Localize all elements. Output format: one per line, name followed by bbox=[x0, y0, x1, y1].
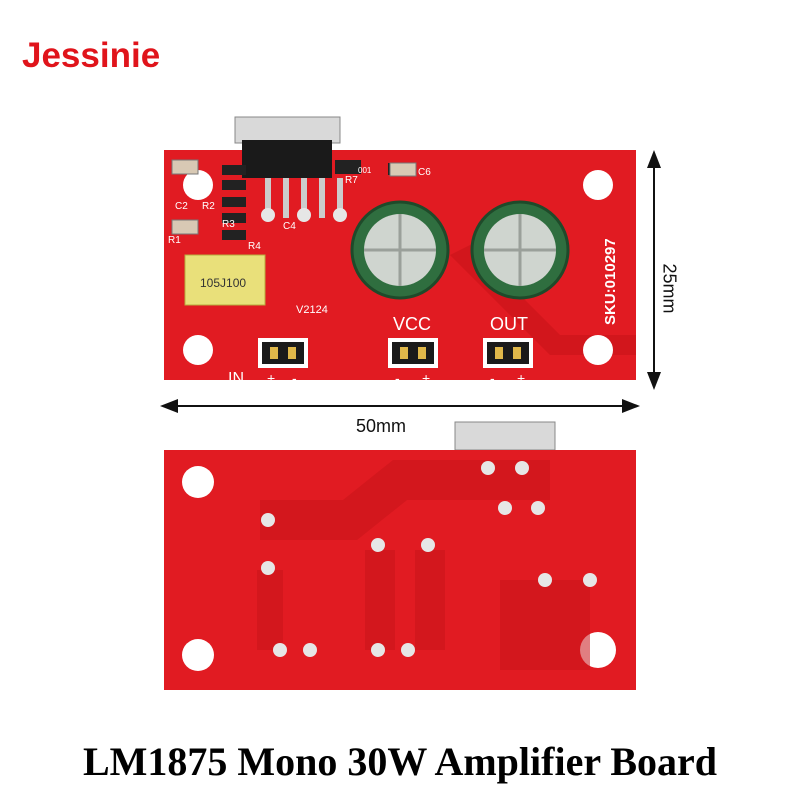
version-label: V2124 bbox=[296, 304, 328, 316]
label-c2: C2 bbox=[175, 201, 188, 212]
pcb-top-view: C3 C2 R1 R2 R3 R4 R7 C6 C4 001 105J100 S… bbox=[164, 116, 636, 387]
out-header bbox=[487, 342, 529, 364]
brand-logo: Jessinie bbox=[22, 36, 161, 75]
vcc-header bbox=[392, 342, 434, 364]
capacitor-code: 105J100 bbox=[200, 276, 246, 290]
resistor-code: 001 bbox=[358, 166, 372, 175]
film-capacitor bbox=[184, 254, 266, 306]
label-r1: R1 bbox=[168, 235, 181, 246]
mount-hole bbox=[183, 335, 213, 365]
width-dimension-arrow bbox=[160, 399, 640, 413]
height-label: 25mm bbox=[659, 263, 680, 314]
mount-hole bbox=[183, 170, 213, 200]
svg-text:-: - bbox=[292, 370, 297, 386]
label-r3: R3 bbox=[222, 219, 235, 230]
label-c6: C6 bbox=[418, 167, 431, 178]
ic-heatsink-tab-back bbox=[454, 421, 556, 451]
svg-text:-: - bbox=[395, 370, 400, 386]
label-c3: C3 bbox=[185, 181, 198, 192]
pcb-bottom-view bbox=[164, 421, 636, 690]
mount-hole bbox=[583, 335, 613, 365]
label-c4: C4 bbox=[283, 221, 296, 232]
mount-hole bbox=[583, 170, 613, 200]
ic-heatsink-tab bbox=[234, 116, 341, 144]
input-header bbox=[262, 342, 304, 364]
product-caption: LM1875 Mono 30W Amplifier Board bbox=[82, 739, 718, 784]
watermark: jessinie.aliexpress.com bbox=[205, 385, 541, 416]
height-dimension-arrow bbox=[647, 150, 661, 390]
lm1875-chip bbox=[242, 140, 332, 178]
label-r4: R4 bbox=[248, 241, 261, 252]
sku-label: SKU:010297 bbox=[602, 238, 619, 325]
label-out: OUT bbox=[490, 314, 528, 334]
svg-text:+: + bbox=[517, 370, 525, 386]
label-r2: R2 bbox=[202, 201, 215, 212]
width-label: 50mm bbox=[356, 416, 407, 436]
svg-text:+: + bbox=[422, 370, 430, 386]
svg-text:-: - bbox=[490, 370, 495, 386]
label-in: IN bbox=[228, 370, 244, 387]
label-r7: R7 bbox=[345, 175, 358, 186]
label-vcc: VCC bbox=[393, 314, 431, 334]
svg-text:+: + bbox=[267, 370, 275, 386]
